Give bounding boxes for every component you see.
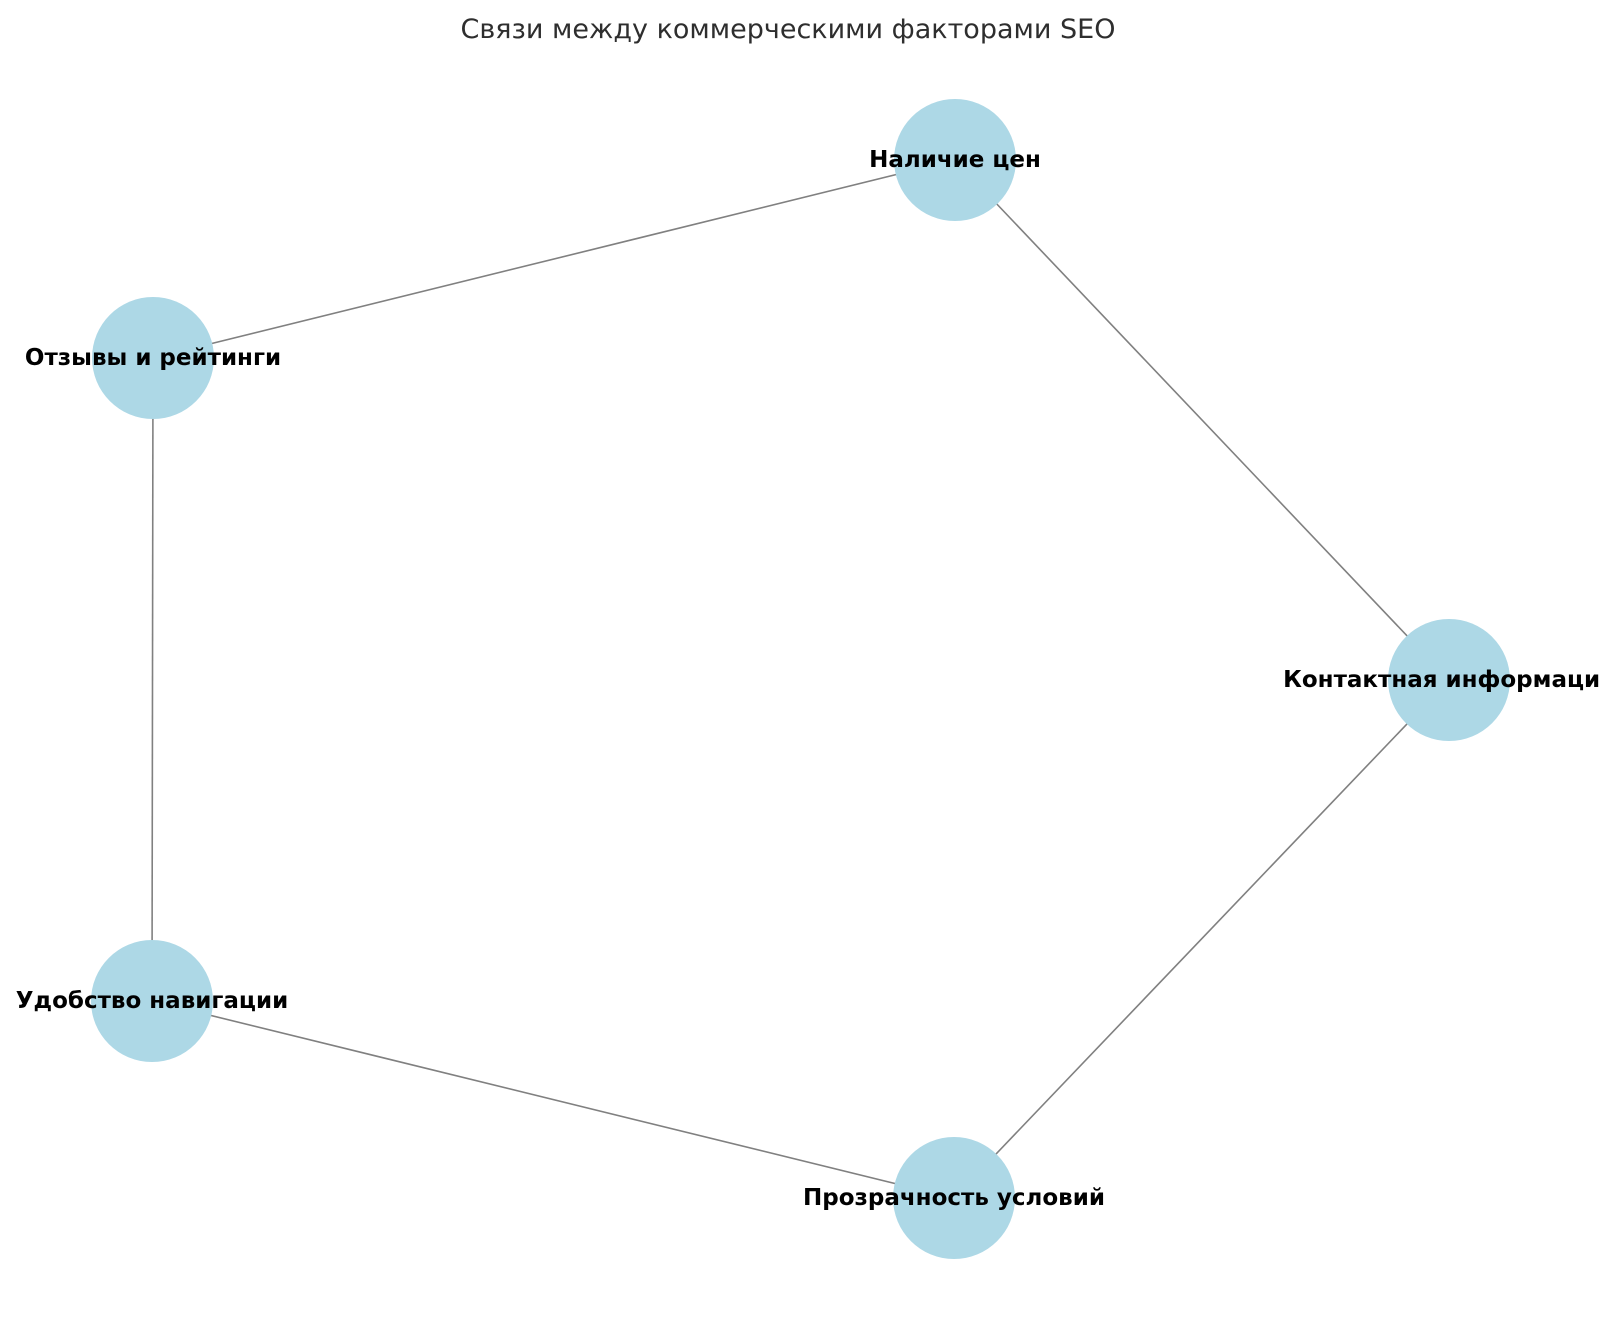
graph-node-udobstvo-navigatsii (91, 940, 213, 1062)
nodes-layer (91, 99, 1510, 1259)
graph-edge-nalichie-tsen--kontaktnaya-informatsiya (954, 159, 1450, 681)
graph-edge-otzyvy-i-reitingi--udobstvo-navigatsii (151, 357, 154, 1002)
graph-node-label-otzyvy-i-reitingi: Отзывы и рейтинги (25, 345, 281, 371)
graph-node-nalichie-tsen (894, 99, 1016, 221)
graph-node-label-nalichie-tsen: Наличие цен (869, 147, 1041, 173)
graph-node-kontaktnaya-informatsiya (1388, 619, 1510, 741)
graph-node-label-prozrachnost-usloviy: Прозрачность условий (803, 1185, 1105, 1211)
graph-edge-nalichie-tsen--otzyvy-i-reitingi (152, 159, 956, 359)
edges-layer (151, 159, 1450, 1199)
graph-node-label-udobstvo-navigatsii: Удобство навигации (16, 988, 288, 1014)
graph-node-prozrachnost-usloviy (893, 1137, 1015, 1259)
figure-title: Связи между коммерческими факторами SEO (460, 14, 1116, 45)
graph-edge-udobstvo-navigatsii--prozrachnost-usloviy (151, 1000, 955, 1199)
graph-node-label-kontaktnaya-informatsiya: Контактная информация (1283, 667, 1600, 693)
graph-edge-prozrachnost-usloviy--kontaktnaya-informatsiya (953, 679, 1450, 1199)
graph-node-otzyvy-i-reitingi (92, 297, 214, 419)
